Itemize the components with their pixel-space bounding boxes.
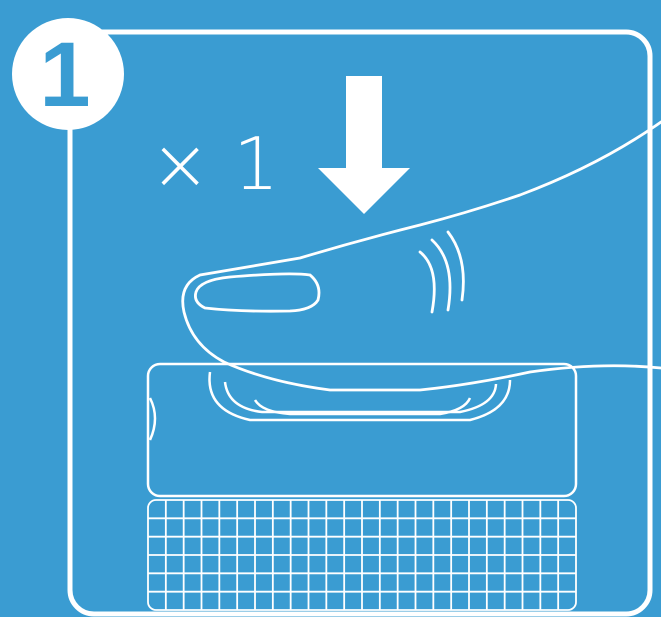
- step-number: 1: [39, 29, 90, 121]
- step-number-badge: 1: [12, 18, 124, 130]
- device-grip-grid: [148, 500, 576, 610]
- down-arrow-icon: [318, 76, 410, 214]
- press-count-label: × 1: [150, 128, 279, 200]
- device-button-icon: [148, 364, 576, 496]
